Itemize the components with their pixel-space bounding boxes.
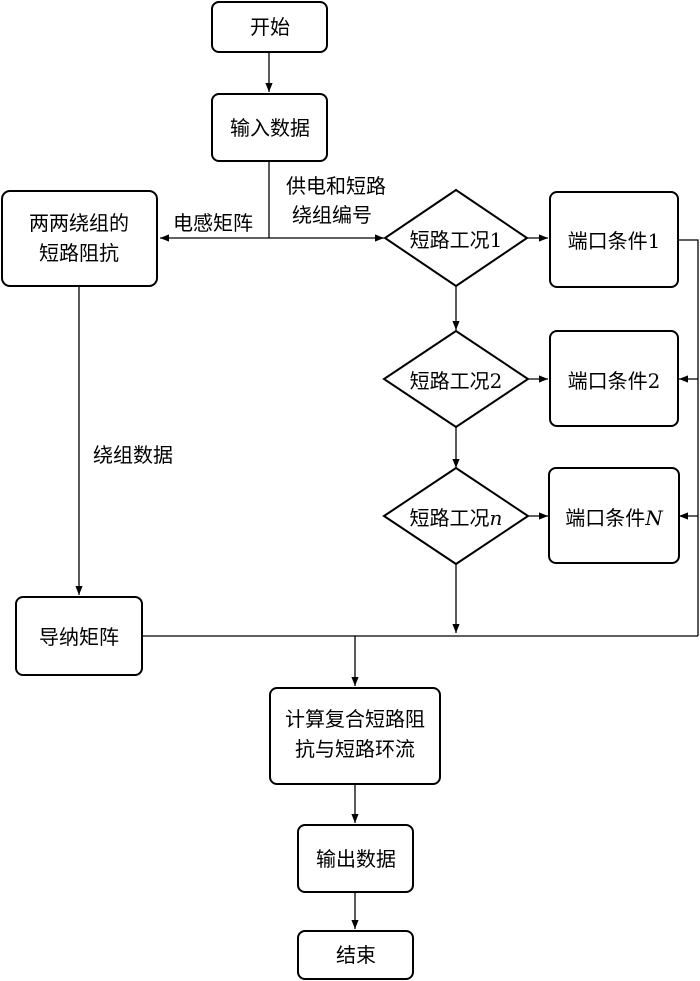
label-supply-line2: 绕组编号	[292, 203, 372, 227]
decision-casen-text: 短路工况	[410, 506, 490, 530]
node-admittance-text: 导纳矩阵	[39, 625, 119, 649]
decision-casen-suffix: n	[490, 506, 503, 530]
process-portn-text: 端口条件	[565, 506, 645, 530]
label-inductance-matrix: 电感矩阵	[173, 211, 253, 235]
decision-case1-text: 短路工况1	[410, 228, 503, 252]
decision-casen-label: 短路工况n	[410, 506, 503, 530]
connectors	[75, 52, 699, 929]
node-compute-text-line2: 抗与短路环流	[295, 737, 415, 761]
node-end-text: 结束	[336, 943, 376, 967]
label-winding-data: 绕组数据	[93, 443, 173, 467]
decision-casen: 短路工况n	[382, 466, 530, 566]
node-pairwise-text-line1: 两两绕组的	[29, 211, 129, 235]
label-supply-line1: 供电和短路	[286, 174, 386, 198]
node-start-text: 开始	[250, 15, 290, 39]
process-portn-suffix: N	[644, 506, 664, 530]
process-portn: 端口条件N	[548, 467, 680, 564]
process-port1: 端口条件1	[549, 191, 679, 288]
node-compute: 计算复合短路阻 抗与短路环流	[269, 687, 441, 785]
node-admittance-matrix: 导纳矩阵	[15, 596, 143, 676]
process-port2-text: 端口条件2	[568, 369, 661, 393]
decision-case2: 短路工况2	[382, 329, 530, 429]
node-output-text: 输出数据	[316, 847, 396, 871]
process-port1-text: 端口条件1	[568, 229, 661, 253]
node-end: 结束	[297, 930, 414, 980]
line-port1-to-right-bus	[678, 239, 699, 636]
node-compute-text-line1: 计算复合短路阻	[285, 707, 425, 731]
decision-case1: 短路工况1	[383, 188, 529, 288]
node-pairwise-text-line2: 短路阻抗	[39, 241, 119, 265]
node-pairwise-impedance: 两两绕组的 短路阻抗	[1, 190, 158, 287]
node-input: 输入数据	[211, 93, 328, 162]
process-portn-label: 端口条件N	[565, 506, 664, 530]
decision-case2-text: 短路工况2	[410, 369, 503, 393]
node-output: 输出数据	[297, 824, 414, 893]
node-start: 开始	[211, 1, 328, 53]
process-port2: 端口条件2	[549, 330, 679, 427]
node-input-text: 输入数据	[230, 116, 310, 140]
